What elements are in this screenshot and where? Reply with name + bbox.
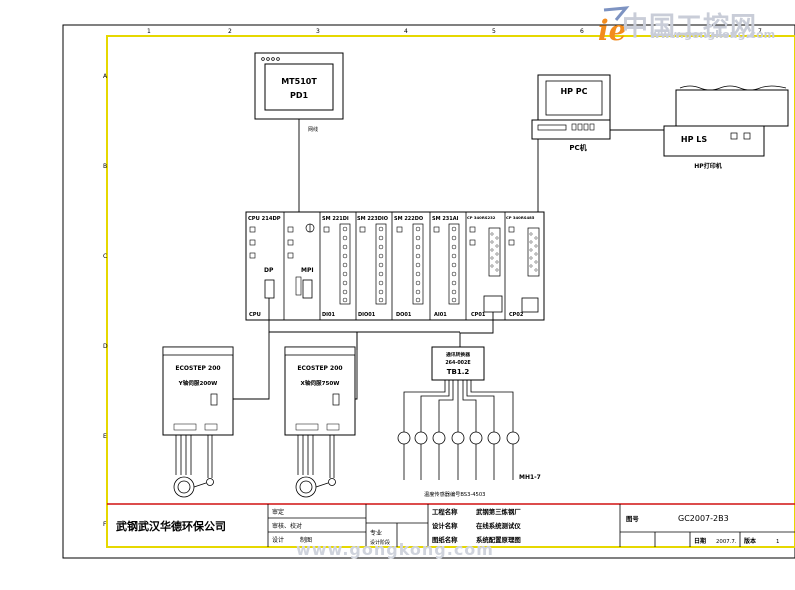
version-label: 版本 <box>743 537 757 545</box>
drive-axis: X轴伺服750W <box>301 379 340 387</box>
sensor-probe <box>506 431 520 445</box>
project-name: 武钢第三炼钢厂 <box>476 507 521 516</box>
printer-name: HP LS <box>681 135 707 144</box>
servo-drive-y: ECOSTEP 200 Y轴伺服200W <box>162 346 234 436</box>
row-markers: A B C D E F <box>103 73 108 528</box>
hp-pc: HP PC PC机 <box>531 74 611 152</box>
hp-printer: HP LS HP打印机 <box>663 85 789 170</box>
sensor-probe <box>451 431 465 445</box>
module-label: AI01 <box>434 312 447 318</box>
site-watermark-title: 中国工控网 <box>622 12 758 42</box>
junction-box: 通讯转换器 264-002E TB1.2 <box>431 346 485 381</box>
site-logo-text: ie <box>598 14 626 46</box>
drawing-no: GC2007-2B3 <box>678 514 729 523</box>
sensor-array <box>397 380 520 480</box>
role-approved: 审定 <box>272 508 284 516</box>
servo-drive-x: ECOSTEP 200 X轴伺服750W <box>284 346 356 436</box>
drawing-name-label: 图纸名称 <box>432 535 458 544</box>
role-designer: 设计 <box>272 536 284 544</box>
module-model: SM 221DI <box>322 216 349 222</box>
servo-motor-x <box>295 435 336 498</box>
design-name-label: 设计名称 <box>432 521 458 530</box>
dp-port-label: DP <box>264 267 274 274</box>
outer-border <box>62 24 795 559</box>
mpi-port-label: MPI <box>301 267 314 274</box>
role-drafter: 制图 <box>300 536 312 544</box>
column-marker: 7 <box>758 28 762 35</box>
drawing-frame <box>106 35 795 548</box>
module-model: SM 223DIO <box>357 216 388 222</box>
drive-axis: Y轴伺服200W <box>178 379 218 387</box>
plc-rack: CPU 214DP DP MPI CPU SM 221DI DI0 <box>245 211 545 321</box>
design-name: 在线系统测试仪 <box>476 521 521 530</box>
row-marker: E <box>103 433 107 440</box>
module-label: CP01 <box>471 312 486 318</box>
professional-label: 专业 <box>370 529 382 537</box>
column-marker: 1 <box>147 28 151 35</box>
drawing-name: 系统配置原理图 <box>476 535 521 544</box>
site-watermark-url: www.gongkong.com <box>650 28 776 41</box>
column-markers: 1 2 3 4 5 6 7 <box>147 28 762 35</box>
company-name: 武钢武汉华德环保公司 <box>116 519 226 533</box>
column-marker: 5 <box>492 28 496 35</box>
drive-title: ECOSTEP 200 <box>297 365 342 372</box>
sensor-probe <box>397 431 411 445</box>
module-model: CP 340RS485 <box>506 215 535 220</box>
operator-panel: MT510T PD1 网线 <box>254 52 344 133</box>
junction-box-tag: TB1.2 <box>447 368 470 376</box>
module-label: DI01 <box>322 312 335 318</box>
drawing-no-label: 图号 <box>626 514 639 523</box>
printer-label: HP打印机 <box>694 162 721 170</box>
module-label: CP02 <box>509 312 524 318</box>
module-model: SM 231AI <box>432 216 459 222</box>
operator-panel-id: PD1 <box>290 91 309 100</box>
project-name-label: 工程名称 <box>432 507 458 516</box>
date-value: 2007.7. <box>716 539 737 545</box>
sensor-probe <box>469 431 483 445</box>
row-marker: C <box>103 253 107 260</box>
servo-motor-y <box>173 435 214 498</box>
role-checked: 审核、校对 <box>272 522 302 530</box>
junction-box-title: 通讯转换器 <box>446 351 470 358</box>
module-model: CP 340RS232 <box>467 215 496 220</box>
module-model: SM 222DO <box>394 216 423 222</box>
sensor-group-label: MH1-7 <box>519 474 541 481</box>
date-label: 日期 <box>694 537 706 545</box>
operator-panel-cable-label: 网线 <box>308 126 318 133</box>
sensor-caption: 温度传感器编号BS3-4503 <box>424 490 485 498</box>
site-logo-icon: ie <box>598 6 630 46</box>
column-marker: 6 <box>580 28 584 35</box>
column-marker: 2 <box>228 28 232 35</box>
junction-box-model: 264-002E <box>445 360 470 366</box>
operator-panel-model: MT510T <box>281 77 317 86</box>
site-watermark-bottom: www.gongkong.com <box>296 540 494 559</box>
pc-label: PC机 <box>569 143 586 152</box>
cpu-label: CPU <box>249 312 261 318</box>
drive-title: ECOSTEP 200 <box>175 365 220 372</box>
module-label: DO01 <box>396 312 412 318</box>
title-block <box>267 504 795 547</box>
column-marker: 4 <box>404 28 408 35</box>
design-stage-label: 设计阶段 <box>370 539 390 546</box>
sensor-probe <box>487 431 501 445</box>
pc-screen-label: HP PC <box>560 87 587 96</box>
row-marker: B <box>103 163 107 170</box>
row-marker: D <box>103 343 108 350</box>
column-marker: 3 <box>316 28 320 35</box>
row-marker: A <box>103 73 108 80</box>
cpu-model: CPU 214DP <box>248 216 281 222</box>
row-marker: F <box>103 521 107 528</box>
sensor-probe <box>432 431 446 445</box>
sensor-probe <box>414 431 428 445</box>
version-value: 1 <box>776 539 779 545</box>
module-label: DIO01 <box>358 312 376 318</box>
